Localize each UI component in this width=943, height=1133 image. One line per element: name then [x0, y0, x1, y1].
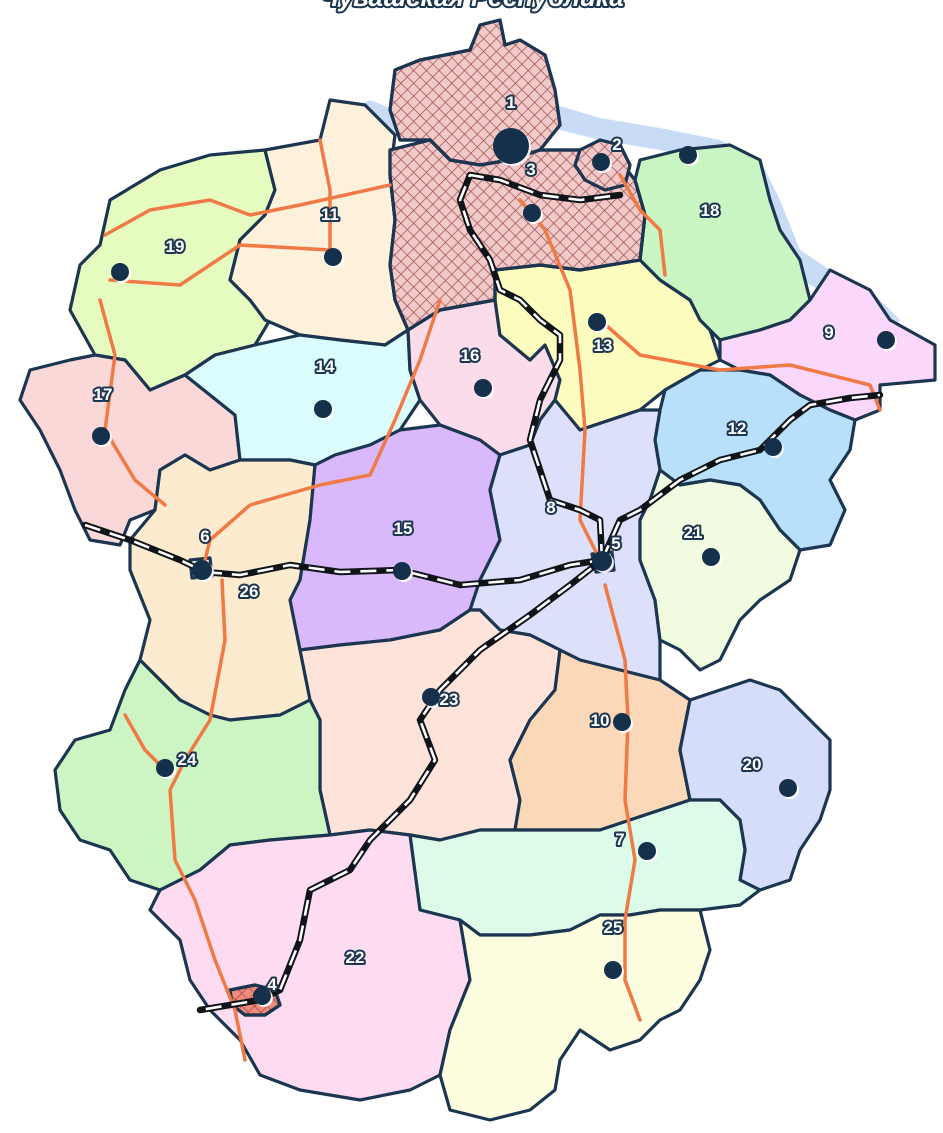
- region-11[interactable]: [228, 98, 410, 347]
- region-21[interactable]: [638, 468, 802, 672]
- railway-dash: [84, 523, 604, 1012]
- center-marker-4[interactable]: [253, 987, 271, 1005]
- region-3-hatch: [388, 138, 647, 332]
- railway-dash: [458, 173, 621, 561]
- region-label-15: 15: [394, 519, 413, 538]
- region-label-16: 16: [461, 346, 480, 365]
- region-label-2: 2: [612, 135, 621, 154]
- center-marker-25[interactable]: [604, 961, 622, 979]
- railway-dash: [600, 393, 881, 561]
- center-marker-2[interactable]: [592, 153, 610, 171]
- railways-layer: [81, 171, 884, 1014]
- region-label-11: 11: [321, 205, 339, 224]
- region-label-10: 10: [591, 711, 610, 730]
- center-marker-3[interactable]: [523, 204, 541, 222]
- center-marker-19[interactable]: [111, 263, 129, 281]
- road: [618, 173, 667, 277]
- center-marker-23[interactable]: [422, 688, 440, 706]
- region-label-17: 17: [94, 385, 113, 404]
- road: [518, 198, 602, 562]
- center-marker-21[interactable]: [702, 548, 720, 566]
- region-22[interactable]: [148, 828, 472, 1102]
- center-marker-13[interactable]: [588, 313, 606, 331]
- road: [203, 298, 442, 562]
- center-marker-10[interactable]: [613, 713, 631, 731]
- center-marker-12[interactable]: [764, 438, 782, 456]
- region-label-25: 25: [604, 918, 623, 937]
- center-marker-16[interactable]: [474, 379, 492, 397]
- region-label-22: 22: [346, 948, 365, 967]
- center-marker-7[interactable]: [638, 842, 656, 860]
- center-marker-18[interactable]: [679, 146, 697, 164]
- region-label-23: 23: [440, 690, 459, 709]
- center-marker-24[interactable]: [156, 759, 174, 777]
- region-25[interactable]: [438, 908, 712, 1122]
- center-marker-17[interactable]: [92, 427, 110, 445]
- region-label-8: 8: [546, 498, 555, 517]
- road: [598, 318, 882, 412]
- center-marker-5[interactable]: [592, 551, 612, 571]
- region-label-6: 6: [200, 527, 209, 546]
- region-label-5: 5: [611, 534, 620, 553]
- region-14[interactable]: [183, 328, 422, 467]
- center-marker-14[interactable]: [314, 400, 332, 418]
- center-marker-11[interactable]: [324, 248, 342, 266]
- center-marker-15[interactable]: [393, 562, 411, 580]
- region-label-24: 24: [178, 750, 197, 769]
- center-marker-6[interactable]: [192, 560, 212, 580]
- region-label-14: 14: [316, 357, 335, 376]
- region-label-12: 12: [728, 419, 747, 438]
- regions-layer: [18, 18, 937, 1122]
- markers-layer: [92, 128, 897, 1007]
- region-label-13: 13: [594, 336, 613, 355]
- map-title: Чувашская Республика: [320, 0, 623, 12]
- roads-layer: [98, 138, 882, 1062]
- region-label-21: 21: [684, 523, 703, 542]
- center-marker-1[interactable]: [493, 128, 529, 164]
- region-label-19: 19: [166, 237, 185, 256]
- region-label-3: 3: [526, 160, 535, 179]
- road: [168, 578, 247, 1062]
- road: [603, 583, 642, 1022]
- region-label-26: 26: [240, 582, 259, 601]
- center-marker-9[interactable]: [877, 331, 895, 349]
- region-label-4: 4: [267, 975, 277, 994]
- region-label-9: 9: [824, 323, 833, 342]
- road: [318, 138, 332, 257]
- labels-layer: 1234567891011121314151617181920212223242…: [92, 91, 836, 996]
- center-marker-20[interactable]: [779, 779, 797, 797]
- region-label-1: 1: [506, 93, 515, 112]
- region-label-20: 20: [743, 755, 762, 774]
- road: [108, 243, 332, 287]
- road: [103, 183, 392, 237]
- region-label-18: 18: [701, 201, 720, 220]
- region-label-7: 7: [615, 830, 624, 849]
